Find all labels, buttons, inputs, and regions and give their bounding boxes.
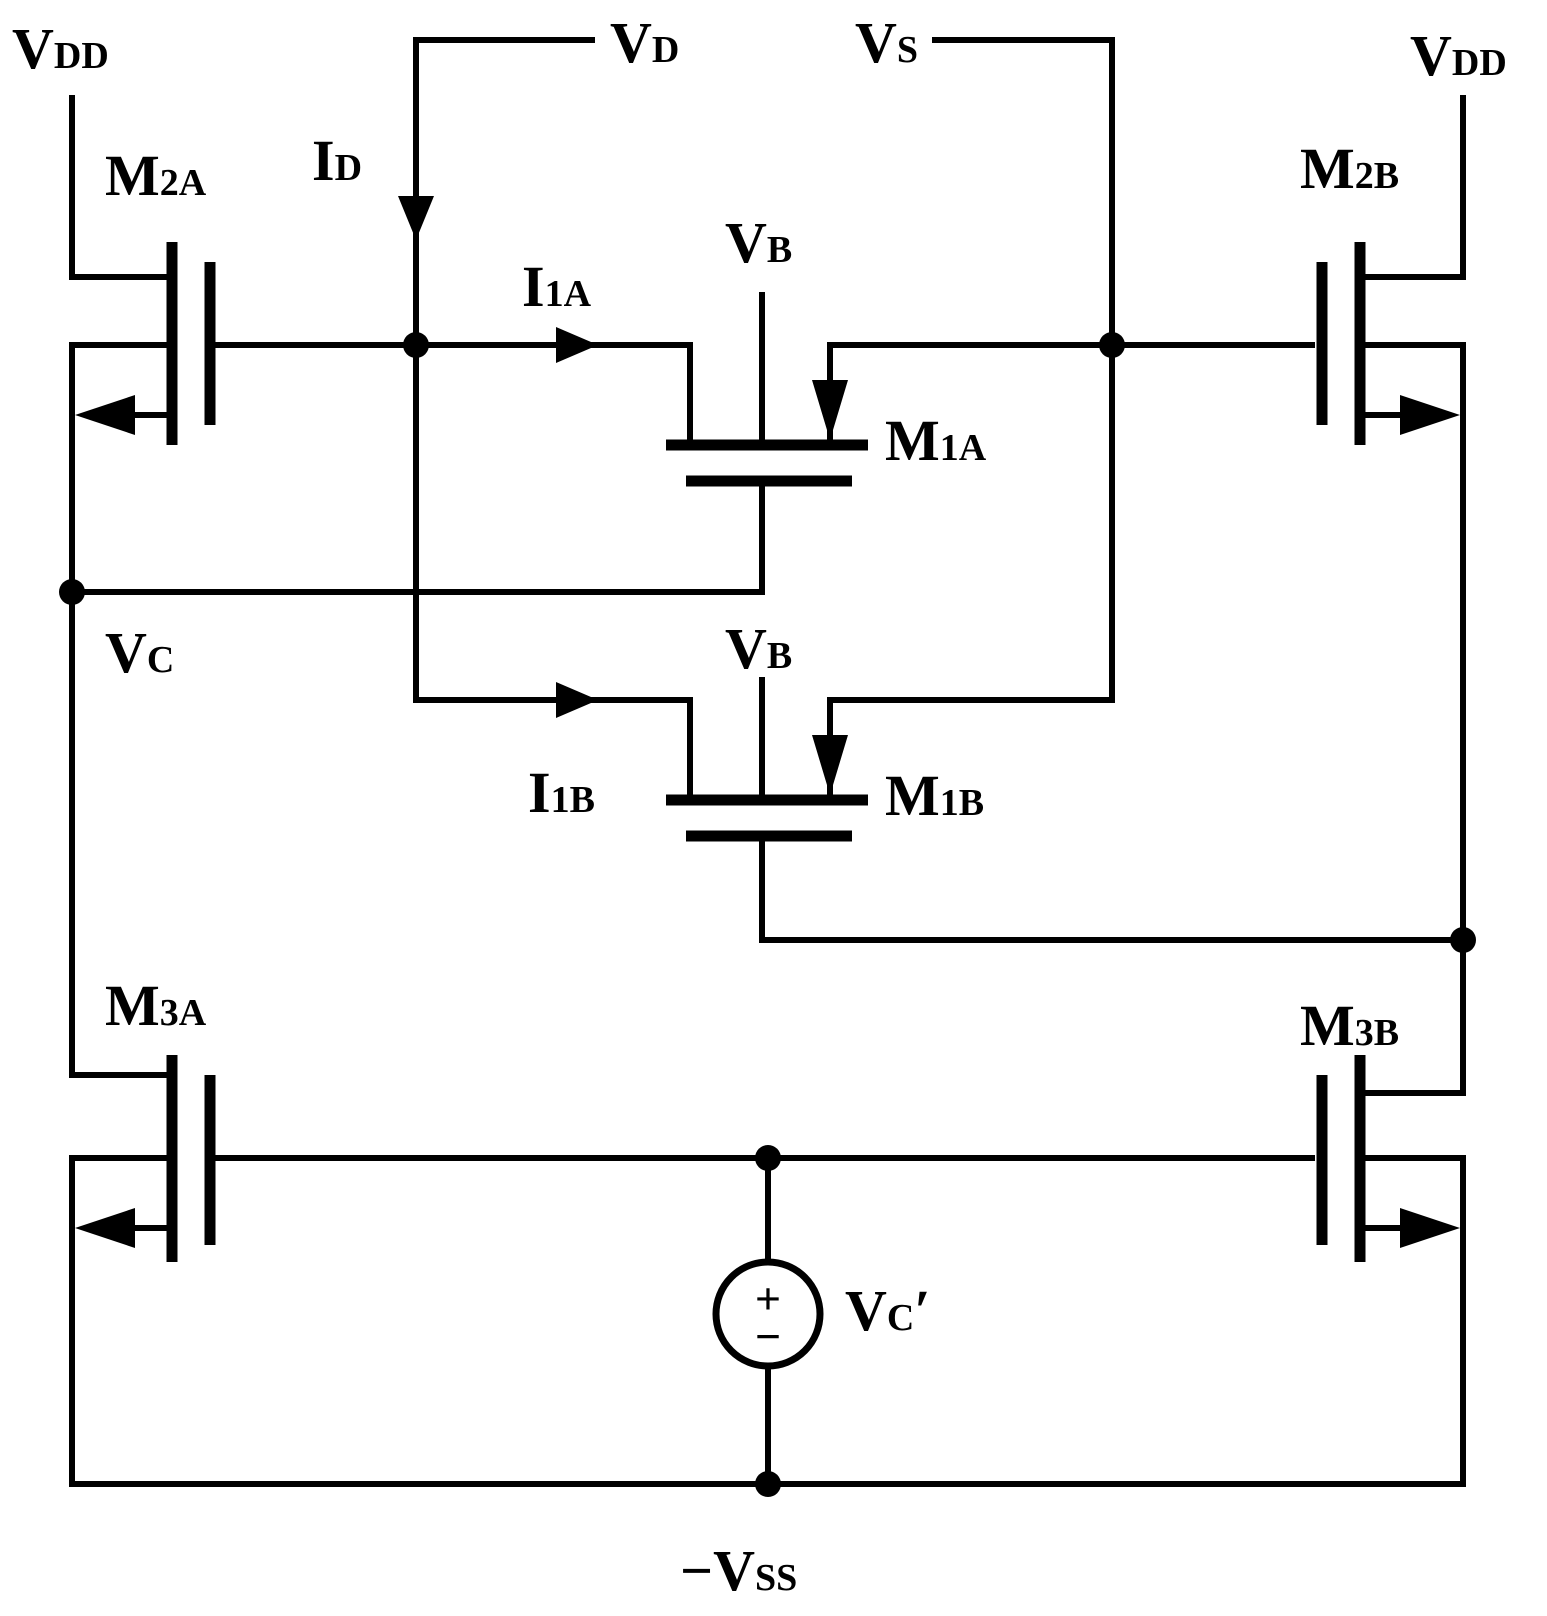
wire-vd-trunk [413,37,693,798]
m1b-arrow-icon [812,735,848,795]
label-m2b: M2B [1300,136,1399,201]
junction-m3-gate-node [755,1145,781,1171]
transistor-m1b [666,735,868,842]
junction-vss-node [755,1471,781,1497]
transistor-m1a [666,380,868,487]
label-vd: VD [610,10,679,75]
junction-vc-node [59,579,85,605]
wire-m2a-source-rail [69,342,173,1078]
wire-m1a-backgate-vc [69,482,765,595]
junction-right-node [1450,927,1476,953]
m3b-arrow-icon [1400,1208,1460,1248]
source-minus-icon: − [755,1311,781,1362]
label-vss: −VSS [680,1538,797,1603]
transistor-m3a [75,1055,216,1262]
label-vc-prime: VC′ [845,1278,931,1343]
wire-vdd-left-m2a [69,95,173,280]
m3a-arrow-icon [75,1208,135,1248]
wire-vdd-right-m2b [1359,95,1466,280]
transistor-m3b [1316,1055,1460,1262]
label-vb-bottom: VB [725,616,792,681]
m2b-arrow-icon [1400,395,1460,435]
label-vb-top: VB [725,210,792,275]
label-m1b: M1B [885,763,984,828]
label-vs: VS [855,10,918,75]
transistor-m2b [1316,242,1460,445]
wire-m2a-gate-m1a-drain [212,342,693,443]
label-m1a: M1A [885,408,987,473]
junctions [59,332,1476,1497]
junction-vs-node [1099,332,1125,358]
m2a-arrow-icon [75,395,135,435]
junction-id-node [403,332,429,358]
label-i1b: I1B [528,760,595,825]
labels: VDD VDD VD VS ID VB VB I1A I1B M1A M1B M… [12,10,1507,1603]
i1b-arrow-icon [556,682,598,718]
source-circle [712,1258,824,1370]
i1a-arrow-icon [556,327,598,363]
wire-vs-trunk [827,37,1115,703]
transistor-m2a [75,242,216,445]
m1a-arrow-icon [812,380,848,440]
wire-m2b-source-rail [1359,342,1466,1096]
label-id: ID [312,128,362,193]
label-m3b: M3B [1300,993,1399,1058]
id-arrow-icon [398,196,434,240]
label-m2a: M2A [105,143,207,208]
wire-m1b-backgate [759,832,1466,943]
label-m3a: M3A [105,973,207,1038]
label-i1a: I1A [522,254,592,319]
voltage-source-vc-prime: + − [712,1258,824,1370]
source-plus-icon: + [755,1273,781,1324]
label-vc: VC [105,620,174,685]
label-vdd-left: VDD [12,16,109,81]
label-vdd-right: VDD [1410,23,1507,88]
